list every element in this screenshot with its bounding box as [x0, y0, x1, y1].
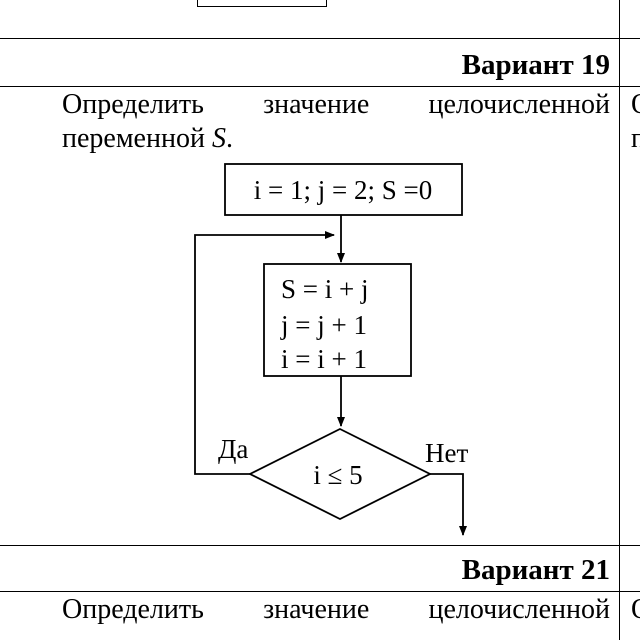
condition-diamond — [247, 427, 433, 521]
right-column-fragment: О — [631, 88, 640, 122]
init-text: i = 1; j = 2; S =0 — [254, 175, 432, 205]
exit-line — [430, 473, 467, 536]
variant-19-heading: Вариант 19 — [461, 49, 610, 81]
row-divider-v19 — [0, 86, 640, 87]
column-divider — [619, 0, 620, 640]
variant-21-heading: Вариант 21 — [461, 554, 610, 586]
task-word: целочисленной — [428, 594, 610, 625]
loop-back-line — [194, 231, 335, 475]
row-divider-mid — [0, 545, 640, 546]
init-block — [224, 163, 463, 216]
yes-label: Да — [218, 434, 248, 464]
previous-box-fragment — [197, 0, 327, 7]
process-line: S = i + j — [281, 274, 368, 304]
task-word: значение — [263, 89, 370, 120]
task-word: Определить — [62, 594, 204, 625]
task-word: Определить — [62, 89, 204, 120]
right-column-fragment: О — [631, 593, 640, 627]
task-word: значение — [263, 594, 370, 625]
variant-19-task: Определить значение целочисленной переме… — [62, 88, 610, 156]
task-line2-prefix: переменной — [62, 123, 212, 154]
condition-text: i ≤ 5 — [313, 460, 362, 490]
variant-21-task: Определить значение целочисленной — [62, 593, 610, 627]
task-variable: S — [211, 123, 226, 154]
process-line: j = j + 1 — [280, 310, 367, 340]
row-divider-top — [0, 38, 640, 39]
row-divider-v21 — [0, 591, 640, 592]
task-line2-suffix: . — [225, 123, 233, 154]
no-label: Нет — [425, 438, 468, 468]
task-word: целочисленной — [428, 89, 610, 120]
right-column-fragment: п — [631, 123, 640, 154]
process-line: i = i + 1 — [281, 344, 367, 374]
process-block — [263, 263, 412, 377]
